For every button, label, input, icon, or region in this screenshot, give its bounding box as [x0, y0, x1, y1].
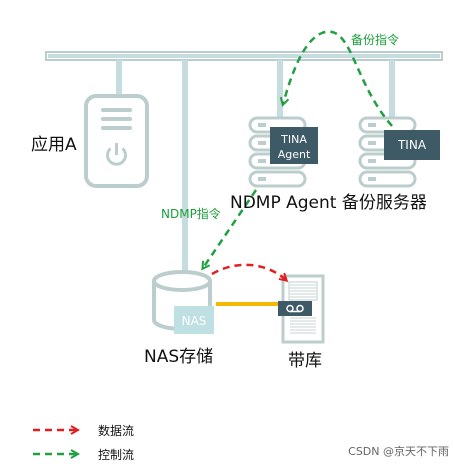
nas-connector [182, 60, 188, 274]
bus-connectors [116, 60, 395, 274]
app-server-icon [84, 94, 149, 188]
data-flow-arrow [211, 263, 286, 280]
legend-control-flow-label: 控制流 [98, 448, 135, 462]
legend-data-flow-label: 数据流 [98, 424, 135, 438]
ndmp-command-arrow [203, 189, 258, 268]
tape-drive [278, 301, 312, 316]
nas-badge [174, 306, 214, 334]
nas-badge-text: NAS [182, 314, 207, 328]
tina-agent-badge-line2: Agent [278, 148, 311, 161]
nas-storage-icon: NAS [152, 270, 214, 334]
tina-agent-badge-line1: TINA [280, 133, 307, 146]
app-server-label: 应用A [31, 135, 77, 155]
tina-server-icon: TINA [358, 116, 440, 188]
tape-label: 带库 [288, 351, 322, 371]
watermark: CSDN @京天不下雨 [348, 445, 449, 458]
tina-server-connector [389, 60, 395, 118]
ndmp-server-label: NDMP Agent 备份服务器 [230, 193, 427, 213]
tape-library-icon [278, 274, 325, 344]
nas-label: NAS存储 [144, 347, 214, 367]
ndmp-agent-server-icon: TINA Agent [248, 116, 318, 188]
network-bus [45, 51, 443, 61]
backup-command-arrow [283, 30, 393, 127]
backup-command-label: 备份指令 [351, 33, 400, 47]
ndmp-command-label: NDMP指令 [161, 207, 221, 221]
tina-badge [384, 130, 440, 160]
ndmp-agent-connector [277, 60, 283, 118]
app-connector [116, 60, 122, 96]
tina-agent-badge [270, 127, 318, 164]
tina-badge-text: TINA [397, 138, 427, 152]
